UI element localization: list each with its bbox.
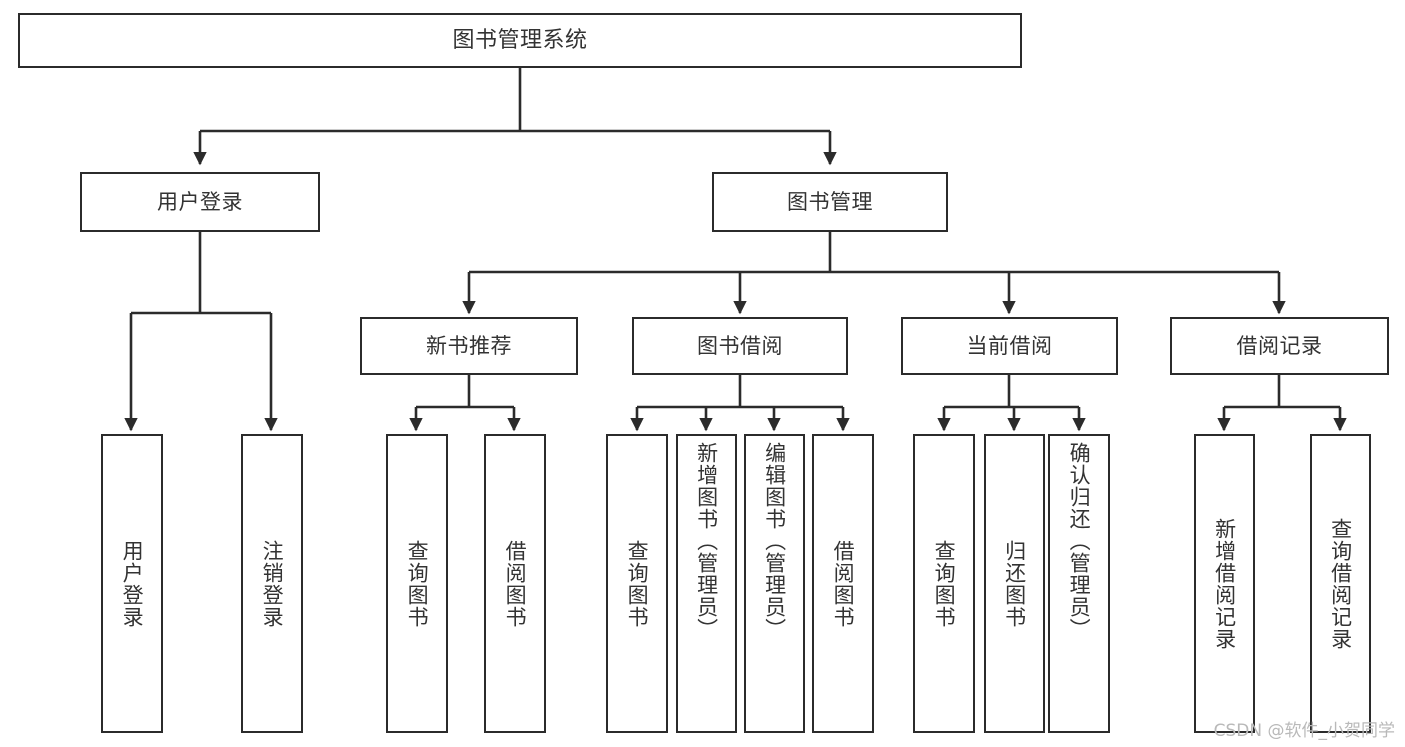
node-label: 借阅图书 [831,539,856,628]
node-leaf-borrow-book-1[interactable]: 借阅图书 [484,434,546,733]
node-new-book-recommend[interactable]: 新书推荐 [360,317,578,375]
node-current-borrow[interactable]: 当前借阅 [901,317,1118,375]
node-label: 确认归还（管理员） [1067,442,1092,640]
node-label: 借阅记录 [1236,333,1323,358]
node-label: 查询图书 [405,539,430,628]
node-label: 当前借阅 [966,333,1053,358]
node-leaf-query-book-3[interactable]: 查询图书 [913,434,975,733]
node-leaf-user-logout[interactable]: 注销登录 [241,434,303,733]
node-label: 用户登录 [120,539,145,628]
node-label: 编辑图书（管理员） [762,442,787,640]
node-borrow-record[interactable]: 借阅记录 [1170,317,1389,375]
node-label: 借阅图书 [503,539,528,628]
node-leaf-edit-book[interactable]: 编辑图书（管理员） [744,434,805,733]
node-label: 用户登录 [157,189,243,214]
node-label: 查询图书 [625,539,650,628]
node-leaf-return-book[interactable]: 归还图书 [984,434,1045,733]
node-book-management[interactable]: 图书管理 [712,172,948,232]
node-leaf-query-book-2[interactable]: 查询图书 [606,434,668,733]
node-root-system[interactable]: 图书管理系统 [18,13,1022,68]
node-label: 新增图书（管理员） [694,442,719,640]
node-label: 注销登录 [260,539,285,628]
node-user-login[interactable]: 用户登录 [80,172,320,232]
node-label: 新书推荐 [426,333,512,358]
node-label: 查询图书 [932,539,957,628]
node-leaf-query-record[interactable]: 查询借阅记录 [1310,434,1371,733]
node-leaf-confirm-return[interactable]: 确认归还（管理员） [1048,434,1110,733]
node-label: 查询借阅记录 [1328,517,1353,650]
node-label: 图书管理 [787,189,873,214]
node-label: 图书管理系统 [452,27,588,53]
node-leaf-user-login[interactable]: 用户登录 [101,434,163,733]
node-label: 新增借阅记录 [1212,517,1237,650]
node-label: 图书借阅 [697,333,783,358]
node-leaf-query-book-1[interactable]: 查询图书 [386,434,448,733]
node-leaf-borrow-book-2[interactable]: 借阅图书 [812,434,874,733]
csdn-watermark: CSDN @软件_小贺同学 [1213,721,1395,741]
node-label: 归还图书 [1002,539,1027,628]
node-book-borrow[interactable]: 图书借阅 [632,317,848,375]
node-leaf-add-record[interactable]: 新增借阅记录 [1194,434,1255,733]
node-leaf-add-book[interactable]: 新增图书（管理员） [676,434,737,733]
